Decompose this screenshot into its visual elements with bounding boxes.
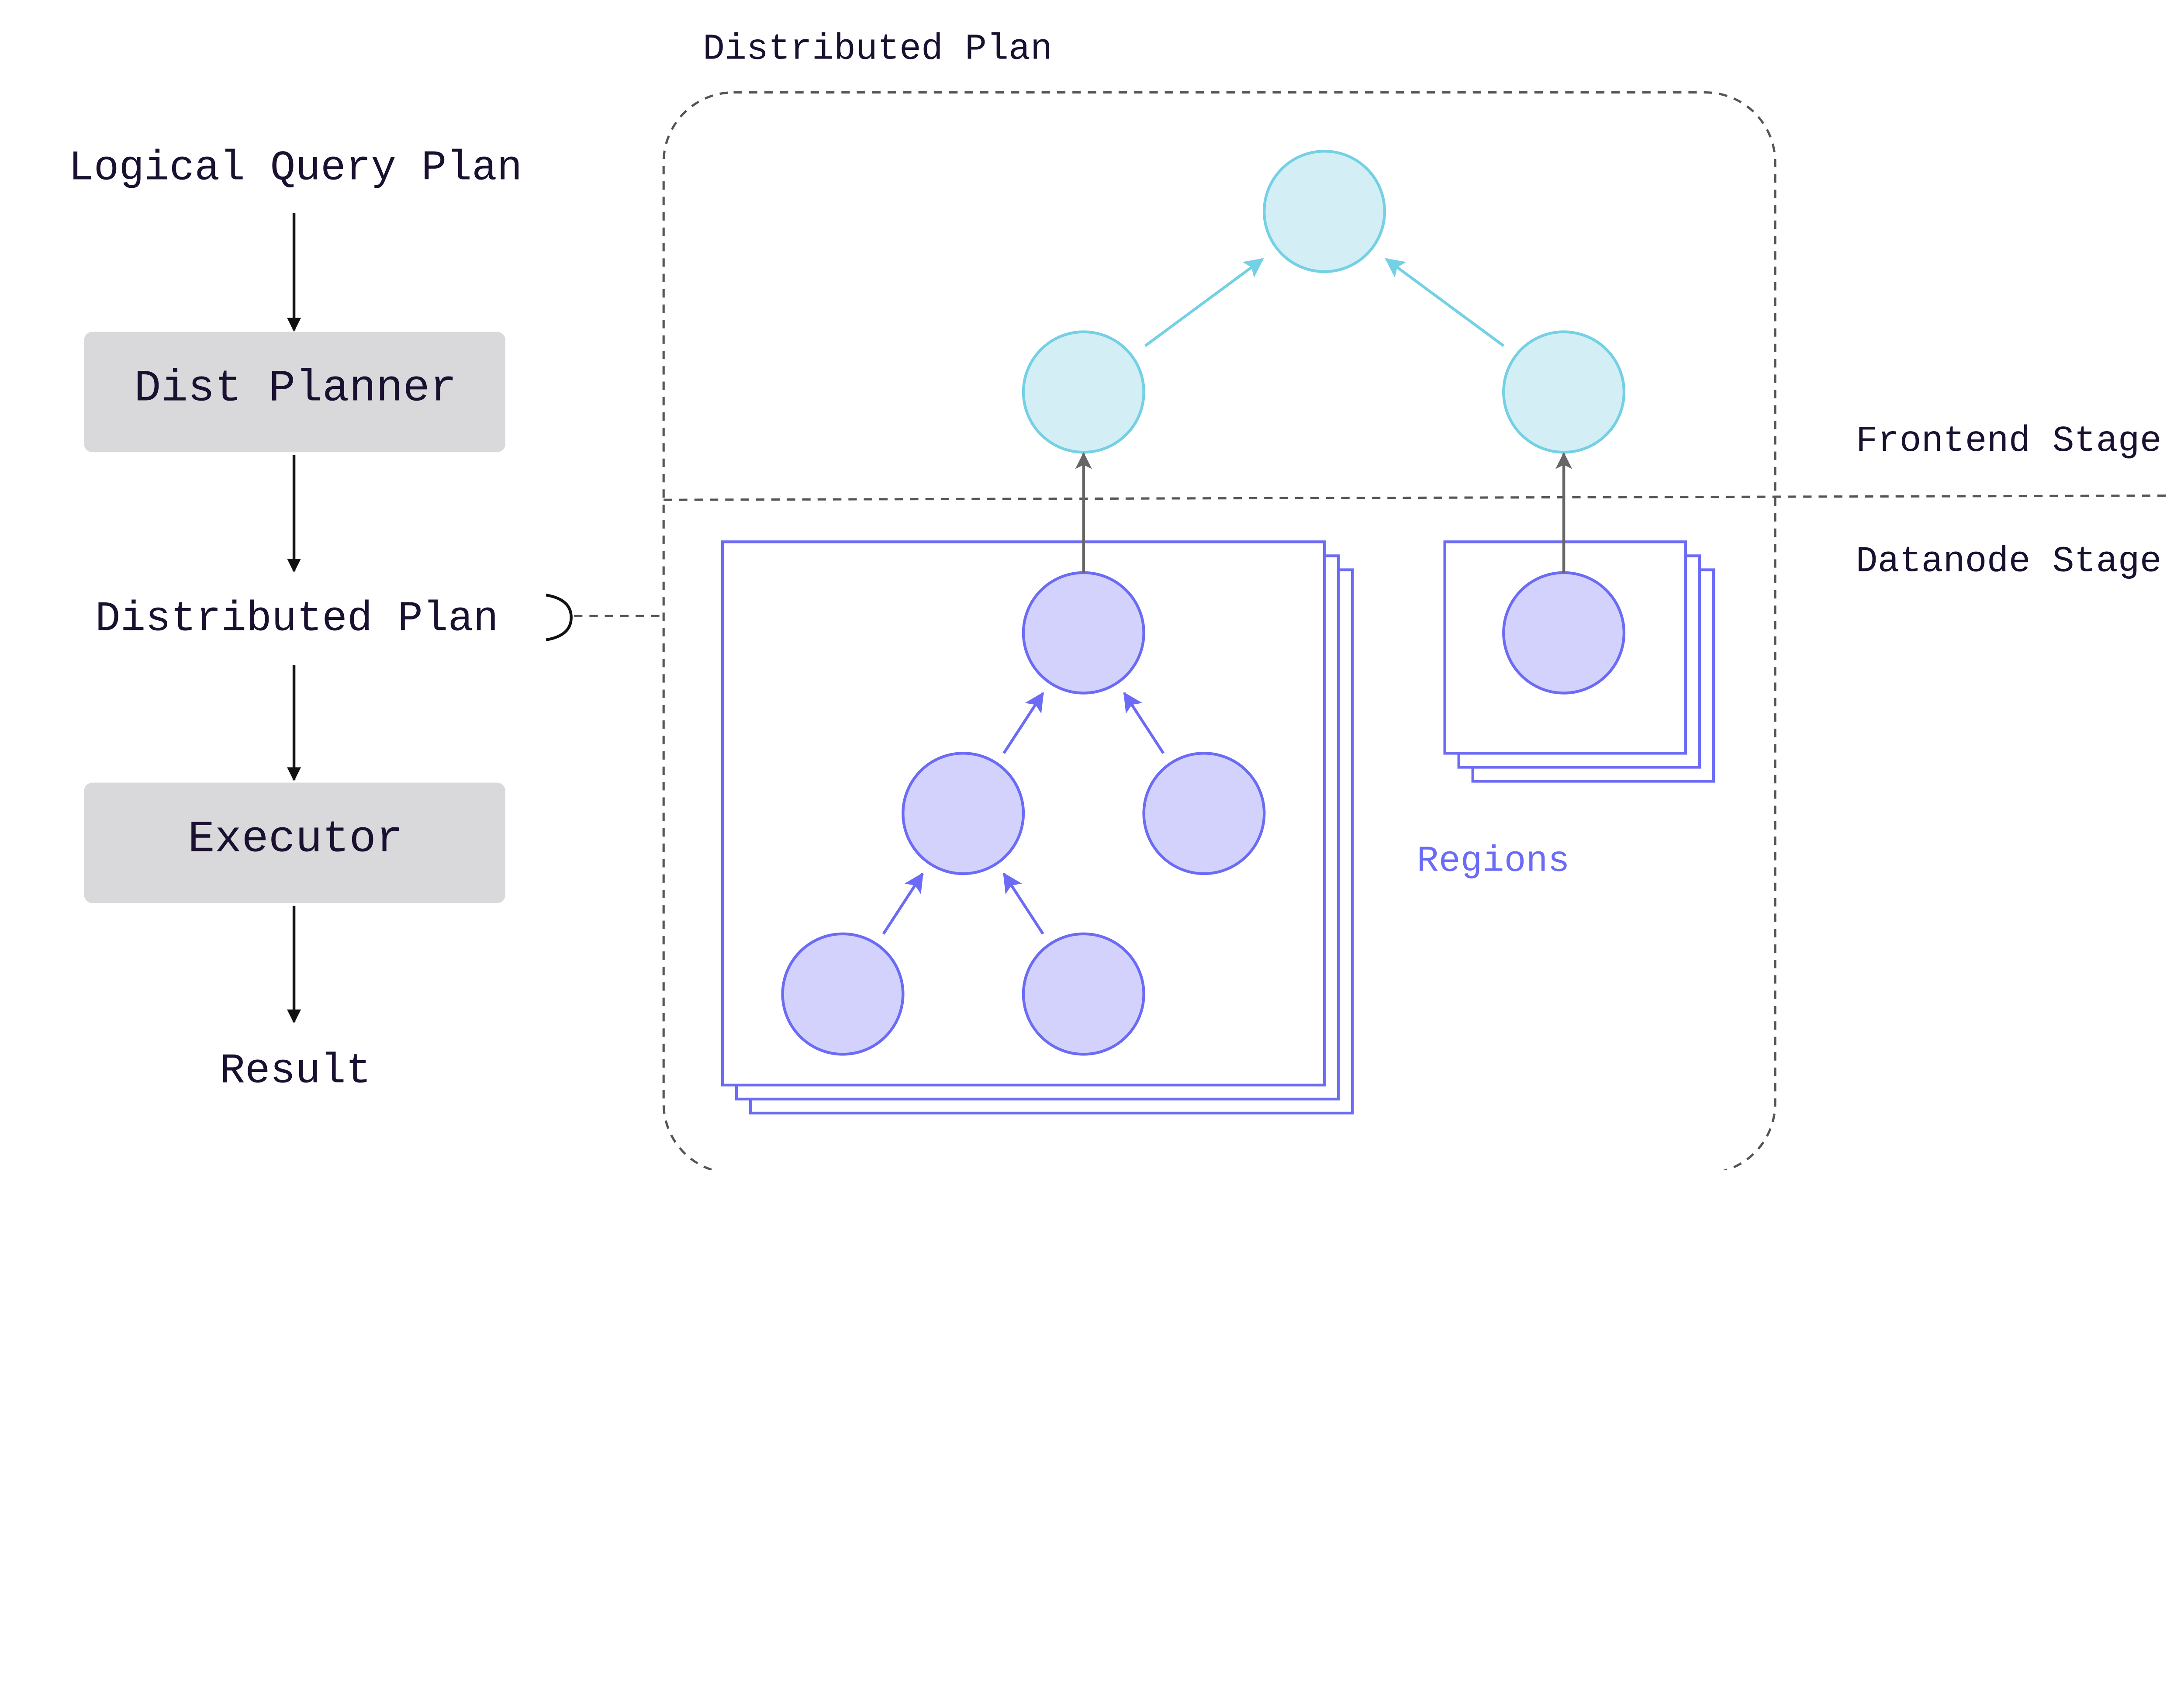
brace-icon [546,594,573,641]
distributed-plan-title: Distributed Plan [703,29,1052,70]
executor-box [84,782,506,903]
distributed-plan-label: Distributed Plan [95,595,498,643]
result-label: Result [220,1048,371,1095]
datanode-arrow [882,872,924,935]
datanode-node [1022,571,1145,695]
datanode-arrow [1002,872,1044,935]
logical-query-plan-label: Logical Query Plan [69,144,522,192]
datanode-node [1022,932,1145,1056]
executor-label: Executor [188,814,403,865]
datanode-arrow [1123,691,1165,754]
datanode-stage-label: Datanode Stage [1856,542,2162,583]
datanode-arrow [1002,691,1044,754]
distributed-plan-container [662,91,1776,1171]
datanode-node [1502,571,1626,695]
dist-planner-box [84,332,506,453]
frontend-node [1022,330,1145,454]
frontend-node [1502,330,1626,454]
datanode-node [902,752,1025,875]
frontend-root-node [1263,149,1386,273]
frontend-stage-label: Frontend Stage [1856,421,2162,462]
dist-planner-label: Dist Planner [134,363,456,414]
datanode-node [1142,752,1266,875]
regions-label: Regions [1417,841,1570,882]
frontend-arrow [1385,258,1505,347]
query-flow-diagram: Logical Query Plan Dist Planner Distribu… [69,29,2167,1171]
stage-divider [663,494,2167,501]
datanode-node [781,932,905,1056]
frontend-arrow [1144,258,1264,347]
